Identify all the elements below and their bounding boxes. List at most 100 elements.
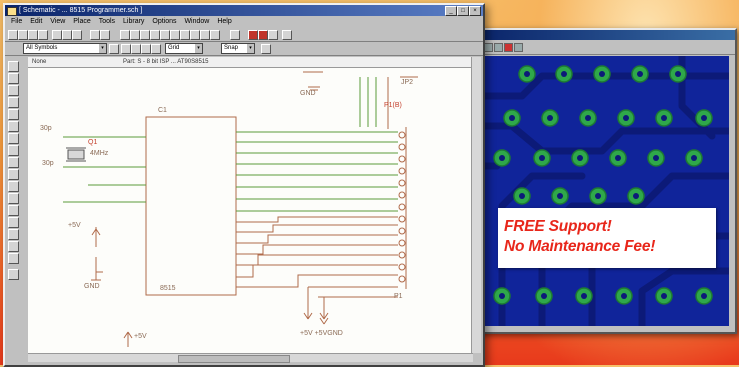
- line-tool-icon[interactable]: [8, 97, 19, 108]
- pcb-tool-icon[interactable]: [504, 43, 513, 52]
- drc-icon[interactable]: [258, 30, 268, 40]
- label-icon[interactable]: [150, 30, 160, 40]
- bus-icon[interactable]: [130, 30, 140, 40]
- window-title: [ Schematic - ... 8515 Programmer.sch ]: [19, 7, 143, 14]
- snap-select[interactable]: Snap▾: [221, 43, 255, 54]
- rotate-icon[interactable]: [121, 44, 131, 54]
- print-icon[interactable]: [38, 30, 48, 40]
- pcb-titlebar: [480, 30, 735, 40]
- top-ground-label: GND: [300, 90, 316, 97]
- ic-part-label: 8515: [160, 285, 176, 292]
- crystal-ref-label: Q1: [88, 139, 98, 146]
- menu-file[interactable]: File: [11, 18, 23, 25]
- text-icon[interactable]: [200, 30, 210, 40]
- promo-banner: FREE Support! No Maintenance Fee!: [498, 208, 716, 268]
- menu-help[interactable]: Help: [217, 18, 232, 25]
- power-tool-icon[interactable]: [8, 181, 19, 192]
- redo-icon[interactable]: [100, 30, 110, 40]
- pcb-pads: [493, 65, 713, 305]
- pcb-tool-icon[interactable]: [494, 43, 503, 52]
- open-icon[interactable]: [18, 30, 28, 40]
- pin-tool-icon[interactable]: [8, 169, 19, 180]
- mirror-icon[interactable]: [141, 44, 151, 54]
- pcb-canvas[interactable]: [482, 56, 729, 326]
- schematic-drawing: [63, 71, 418, 347]
- schematic-window: [ Schematic - ... 8515 Programmer.sch ] …: [3, 3, 485, 367]
- cut-icon[interactable]: [52, 30, 62, 40]
- ic-outline: [145, 116, 237, 296]
- cap2-value-label: 30p: [42, 160, 54, 167]
- pcb-tool-icon[interactable]: [484, 43, 493, 52]
- canvas-info-bar: None Part: S - 8 bit ISP ... AT90S8515: [28, 57, 473, 68]
- rule-icon[interactable]: [230, 30, 240, 40]
- help-icon[interactable]: [282, 30, 292, 40]
- rect-tool-icon[interactable]: [8, 109, 19, 120]
- menu-place[interactable]: Place: [73, 18, 91, 25]
- zoom-out-tool-icon[interactable]: [8, 253, 19, 264]
- noconnect-tool-icon[interactable]: [8, 229, 19, 240]
- paste-icon[interactable]: [72, 30, 82, 40]
- pcb-window: [478, 28, 737, 334]
- pin-label: P1: [394, 293, 403, 300]
- bottom-power-label: +5V: [134, 333, 147, 340]
- part-icon[interactable]: [190, 30, 200, 40]
- horizontal-scrollbar[interactable]: [28, 353, 473, 363]
- stop-icon[interactable]: [248, 30, 258, 40]
- ground-tool-icon[interactable]: [8, 193, 19, 204]
- save-icon[interactable]: [28, 30, 38, 40]
- pcb-board-drawing: [482, 56, 729, 326]
- menu-window[interactable]: Window: [184, 18, 210, 25]
- power-label: +5V: [68, 222, 81, 229]
- zoom-in-tool-icon[interactable]: [8, 241, 19, 252]
- align-icon[interactable]: [151, 44, 161, 54]
- close-button[interactable]: ×: [469, 6, 481, 16]
- place-part-icon[interactable]: [109, 44, 119, 54]
- schematic-canvas[interactable]: None Part: S - 8 bit ISP ... AT90S8515: [28, 57, 473, 353]
- minimize-button[interactable]: _: [445, 6, 457, 16]
- scroll-thumb[interactable]: [178, 355, 290, 363]
- flip-icon[interactable]: [131, 44, 141, 54]
- label-tool-icon[interactable]: [8, 157, 19, 168]
- menu-tools[interactable]: Tools: [98, 18, 116, 25]
- ground-symbols: [91, 86, 320, 281]
- arc-tool-icon[interactable]: [8, 133, 19, 144]
- copy-icon[interactable]: [62, 30, 72, 40]
- snap-toggle-icon[interactable]: [261, 44, 271, 54]
- crystal-value-label: 4MHz: [90, 150, 109, 157]
- bus-wires: [95, 71, 418, 319]
- select-tool-icon[interactable]: [8, 61, 19, 72]
- property-toolbar: All Symbols▾ Grid▾ Snap▾: [5, 42, 483, 56]
- zoom-icon[interactable]: [210, 30, 220, 40]
- menu-edit[interactable]: Edit: [30, 18, 43, 25]
- netlist-icon[interactable]: [268, 30, 278, 40]
- text-tool-icon[interactable]: [8, 145, 19, 156]
- menu-view[interactable]: View: [50, 18, 66, 25]
- wire-tool-icon[interactable]: [8, 73, 19, 84]
- pcb-toolbar: [480, 40, 735, 55]
- connector-pins: [398, 127, 407, 289]
- ground-icon[interactable]: [180, 30, 190, 40]
- undo-icon[interactable]: [90, 30, 100, 40]
- cap1-value-label: 30p: [40, 125, 52, 132]
- bus-tool-icon[interactable]: [8, 85, 19, 96]
- menu-library[interactable]: Library: [123, 18, 145, 25]
- maximize-button[interactable]: □: [457, 6, 469, 16]
- vertical-scrollbar[interactable]: [471, 57, 481, 353]
- menu-options[interactable]: Options: [152, 18, 177, 25]
- port-icon[interactable]: [160, 30, 170, 40]
- circle-tool-icon[interactable]: [8, 121, 19, 132]
- junction-icon[interactable]: [140, 30, 150, 40]
- symbol-filter-select[interactable]: All Symbols▾: [23, 43, 107, 54]
- wire-icon[interactable]: [120, 30, 130, 40]
- ic-ref-label: C1: [158, 107, 167, 114]
- port-tool-icon[interactable]: [8, 205, 19, 216]
- app-icon: [7, 7, 17, 16]
- ground-label: GND: [84, 283, 100, 290]
- junction-tool-icon[interactable]: [8, 217, 19, 228]
- new-icon[interactable]: [8, 30, 18, 40]
- pcb-tool-icon[interactable]: [514, 43, 523, 52]
- grid-select[interactable]: Grid▾: [165, 43, 203, 54]
- main-toolbar: [5, 28, 483, 42]
- power-icon[interactable]: [170, 30, 180, 40]
- properties-tool-icon[interactable]: [8, 269, 19, 280]
